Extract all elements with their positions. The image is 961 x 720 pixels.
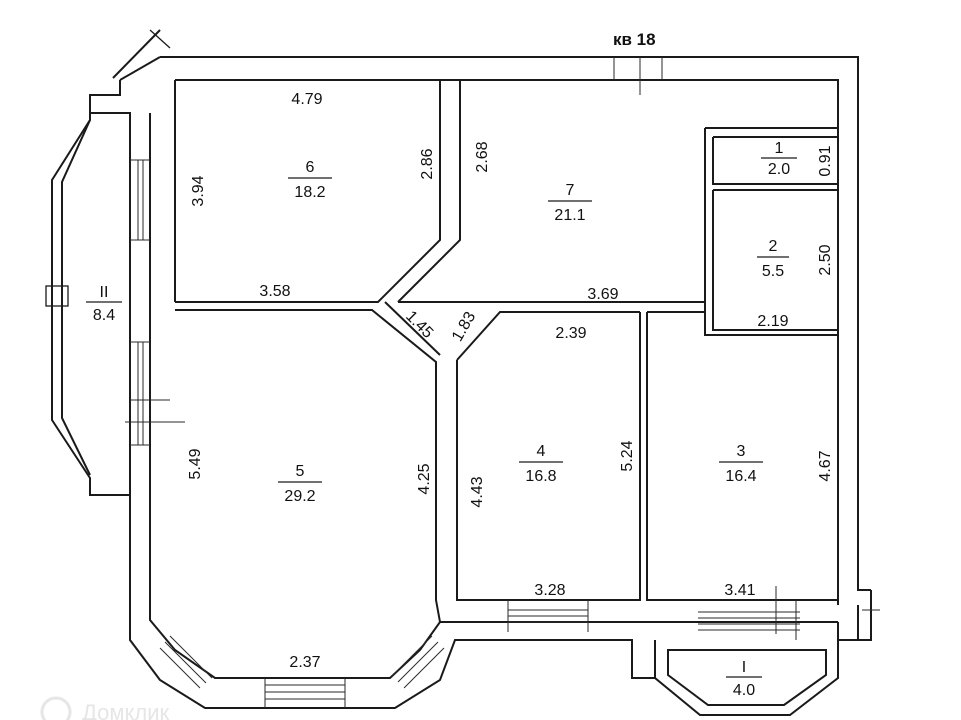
room-label-1: 1 2.0 — [761, 140, 797, 178]
room-label-2: 2 5.5 — [757, 238, 789, 280]
room-label-3: 3 16.4 — [719, 443, 763, 485]
room-label-5: 5 29.2 — [278, 463, 322, 505]
watermark-logo-icon — [40, 696, 72, 720]
left-bottom-inner-wall — [149, 113, 838, 679]
interior-walls — [174, 79, 839, 623]
dim-diag-a: 1.45 — [402, 308, 436, 342]
dim-r7-left: 2.68 — [474, 141, 491, 172]
window-left-upper — [130, 159, 150, 241]
dim-r4-bottom: 3.28 — [534, 582, 565, 599]
watermark-text: Домклик — [82, 700, 170, 720]
outer-wall-outer-line — [160, 56, 871, 591]
dim-r6-left: 3.94 — [190, 175, 207, 206]
dim-r2-bottom: 2.19 — [757, 313, 788, 330]
dim-r5-right: 4.25 — [416, 463, 433, 494]
room-4-walls — [456, 312, 641, 601]
dim-r4-right: 5.24 — [619, 440, 636, 471]
balcony-II-outer — [51, 113, 130, 496]
apartment-title: кв 18 — [613, 30, 656, 49]
room-label-7: 7 21.1 — [548, 182, 592, 224]
window-bottom-left-diag — [159, 635, 213, 689]
balcony-I-outer — [654, 640, 839, 716]
window-bottom-right-diag — [391, 635, 445, 689]
room-2-walls — [712, 189, 838, 331]
outer-walls — [89, 29, 872, 709]
room-number: II — [100, 284, 109, 301]
room-area: 5.5 — [762, 263, 784, 280]
room-number: 2 — [769, 238, 778, 255]
dim-r2-right: 2.50 — [817, 244, 834, 275]
room-area: 2.0 — [768, 161, 790, 178]
room-area: 16.4 — [725, 468, 756, 485]
window-bottom-center — [264, 678, 346, 708]
dim-r5-left: 5.49 — [187, 448, 204, 479]
corridor-lower-wall — [456, 311, 640, 361]
dim-r6-top: 4.79 — [291, 91, 322, 108]
room-1-walls — [712, 136, 838, 185]
door-swing — [149, 29, 171, 49]
dim-r4-left: 4.43 — [469, 476, 486, 507]
room-number: 1 — [775, 140, 784, 157]
room-number: 3 — [737, 443, 746, 460]
room-area: 4.0 — [733, 682, 755, 699]
room-number: 5 — [296, 463, 305, 480]
room-area: 21.1 — [554, 207, 585, 224]
room-5-walls — [175, 309, 441, 623]
room-number: 4 — [537, 443, 546, 460]
balcony-II-post — [45, 285, 69, 307]
balcony-I — [654, 640, 839, 716]
room-number: 7 — [566, 182, 575, 199]
room-3-walls — [646, 312, 838, 601]
room-3-top-wall — [647, 311, 838, 336]
room-label-4: 4 16.8 — [519, 443, 563, 485]
dimension-labels: 4.79 3.94 2.86 3.58 2.68 0.91 2.50 2.19 … — [187, 91, 834, 671]
left-bottom-outer-wall — [89, 80, 655, 709]
room-6-walls — [175, 79, 441, 303]
dim-corridor-top: 3.69 — [587, 286, 618, 303]
balcony-II — [45, 113, 130, 496]
dim-r6-right: 2.86 — [419, 148, 436, 179]
window-left-lower — [125, 341, 185, 446]
entrance-diagonal — [119, 56, 161, 81]
balcony-I-inner — [667, 649, 827, 706]
room-number: I — [742, 659, 746, 676]
windows — [125, 57, 880, 708]
room-label-II: II 8.4 — [86, 284, 122, 324]
dim-r1-right: 0.91 — [817, 145, 834, 176]
room-area: 8.4 — [93, 307, 115, 324]
outer-wall-inner-line — [175, 79, 839, 605]
room-label-6: 6 18.2 — [288, 159, 332, 201]
dim-r6-bottom: 3.58 — [259, 283, 290, 300]
room-label-I: I 4.0 — [726, 659, 762, 699]
room-area: 18.2 — [294, 184, 325, 201]
dim-r5-bottom: 2.37 — [289, 654, 320, 671]
balcony-II-inner — [61, 119, 91, 476]
room-7-left-wall — [397, 80, 461, 303]
right-stub — [857, 590, 872, 641]
watermark: Домклик — [40, 696, 170, 720]
room-area: 16.8 — [525, 468, 556, 485]
dim-r3-bottom: 3.41 — [724, 582, 755, 599]
right-stub-inner — [837, 622, 858, 641]
room-area: 29.2 — [284, 488, 315, 505]
dim-r3-right: 4.67 — [817, 450, 834, 481]
window-room-4 — [507, 600, 589, 632]
room-number: 6 — [306, 159, 315, 176]
dim-r4-top: 2.39 — [555, 325, 586, 342]
entrance-diagonal-outer — [112, 29, 161, 79]
window-room-3 — [698, 586, 800, 640]
